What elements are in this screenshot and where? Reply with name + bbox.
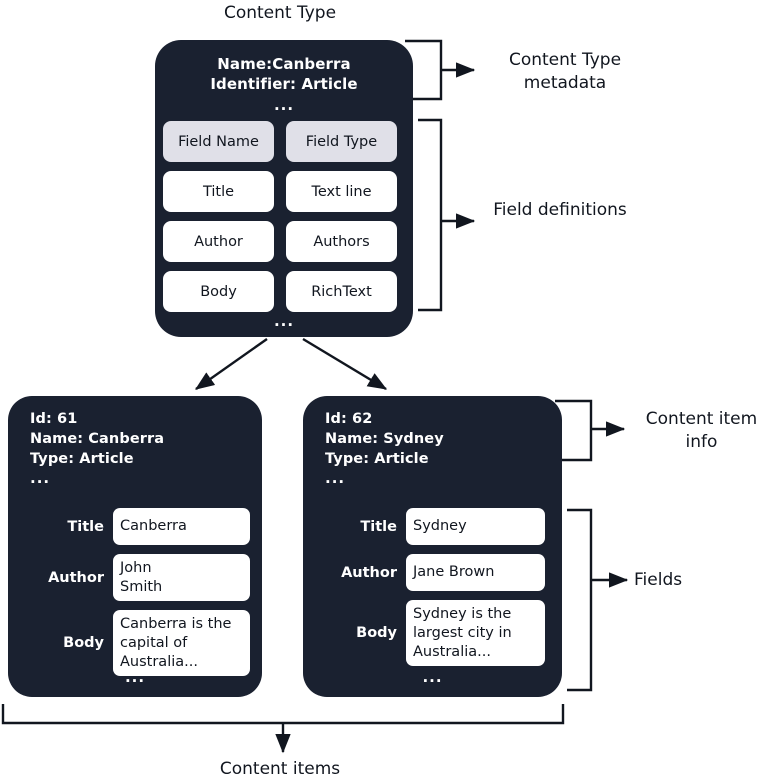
field-definition-row: Body RichText [163, 271, 405, 312]
field-definition-row: Title Text line [163, 171, 405, 212]
content-type-metadata: Name:Canberra Identifier: Article [155, 54, 413, 94]
content-item-type: Type: Article [325, 451, 429, 467]
field-type-cell: Authors [286, 221, 397, 262]
content-item-info: Id: 61 Name: Canberra Type: Article [30, 409, 164, 469]
content-item-card: Id: 62 Name: Sydney Type: Article ... Ti… [303, 396, 562, 697]
arrow-to-item-1 [195, 338, 268, 390]
content-item-bottom-ellipsis: ... [422, 668, 443, 686]
content-item-field-row: Title Canberra [8, 508, 262, 545]
content-item-field-row: Author John Smith [8, 554, 262, 601]
content-item-id: Id: 61 [30, 411, 78, 427]
field-label: Body [63, 635, 104, 651]
field-value: Canberra [113, 508, 250, 545]
field-definition-row: Author Authors [163, 221, 405, 262]
field-value: Sydney [406, 508, 545, 545]
bracket-fields [567, 508, 593, 692]
page-title-content-items: Content items [219, 759, 341, 779]
content-item-type: Type: Article [30, 451, 134, 467]
field-label: Body [356, 625, 397, 641]
field-type-cell: RichText [286, 271, 397, 312]
field-value: John Smith [113, 554, 250, 601]
field-value: Jane Brown [406, 554, 545, 591]
content-item-name: Name: Canberra [30, 431, 165, 447]
content-item-card: Id: 61 Name: Canberra Type: Article ... … [8, 396, 262, 697]
content-item-info-ellipsis: ... [325, 469, 346, 487]
field-value: Sydney is the largest city in Australia.… [406, 600, 545, 666]
arrow-to-item-2 [302, 337, 388, 391]
field-label: Author [48, 569, 104, 586]
field-definitions-table: Field Name Field Type Title Text line Au… [163, 121, 405, 321]
field-definitions-header-row: Field Name Field Type [163, 121, 405, 162]
content-type-bottom-ellipsis: ... [273, 312, 295, 330]
label-fields: Fields [634, 570, 683, 590]
label-content-item-info: Content item info [645, 409, 758, 452]
column-header-field-name: Field Name [163, 121, 274, 162]
content-item-field-row: Body Canberra is the capital of Australi… [8, 610, 262, 676]
content-type-identifier: Identifier: Article [210, 75, 358, 93]
content-item-fields: Title Sydney Author Jane Brown Body Sydn… [303, 508, 562, 675]
label-field-definitions: Field definitions [493, 200, 627, 220]
field-label: Title [67, 518, 104, 535]
content-item-id: Id: 62 [325, 411, 373, 427]
content-item-info: Id: 62 Name: Sydney Type: Article [325, 409, 444, 469]
field-value: Canberra is the capital of Australia... [113, 610, 250, 676]
field-label: Author [341, 564, 397, 581]
field-name-cell: Author [163, 221, 274, 262]
content-item-field-row: Title Sydney [303, 508, 562, 545]
field-label: Title [360, 518, 397, 535]
page-title-content-type: Content Type [223, 3, 337, 23]
field-name-cell: Body [163, 271, 274, 312]
bracket-content-items [1, 704, 565, 725]
content-item-fields: Title Canberra Author John Smith Body Ca… [8, 508, 262, 685]
label-content-type-metadata: Content Type metadata [508, 50, 622, 93]
content-item-info-ellipsis: ... [30, 469, 51, 487]
field-type-cell: Text line [286, 171, 397, 212]
content-item-name: Name: Sydney [325, 431, 444, 447]
content-item-field-row: Body Sydney is the largest city in Austr… [303, 600, 562, 666]
content-item-bottom-ellipsis: ... [124, 668, 146, 686]
content-type-name: Name:Canberra [217, 55, 351, 73]
content-item-field-row: Author Jane Brown [303, 554, 562, 591]
content-type-card: Name:Canberra Identifier: Article ... Fi… [155, 40, 413, 337]
column-header-field-type: Field Type [286, 121, 397, 162]
content-type-metadata-ellipsis: ... [273, 96, 295, 114]
bracket-field-definitions [418, 118, 443, 312]
field-name-cell: Title [163, 171, 274, 212]
